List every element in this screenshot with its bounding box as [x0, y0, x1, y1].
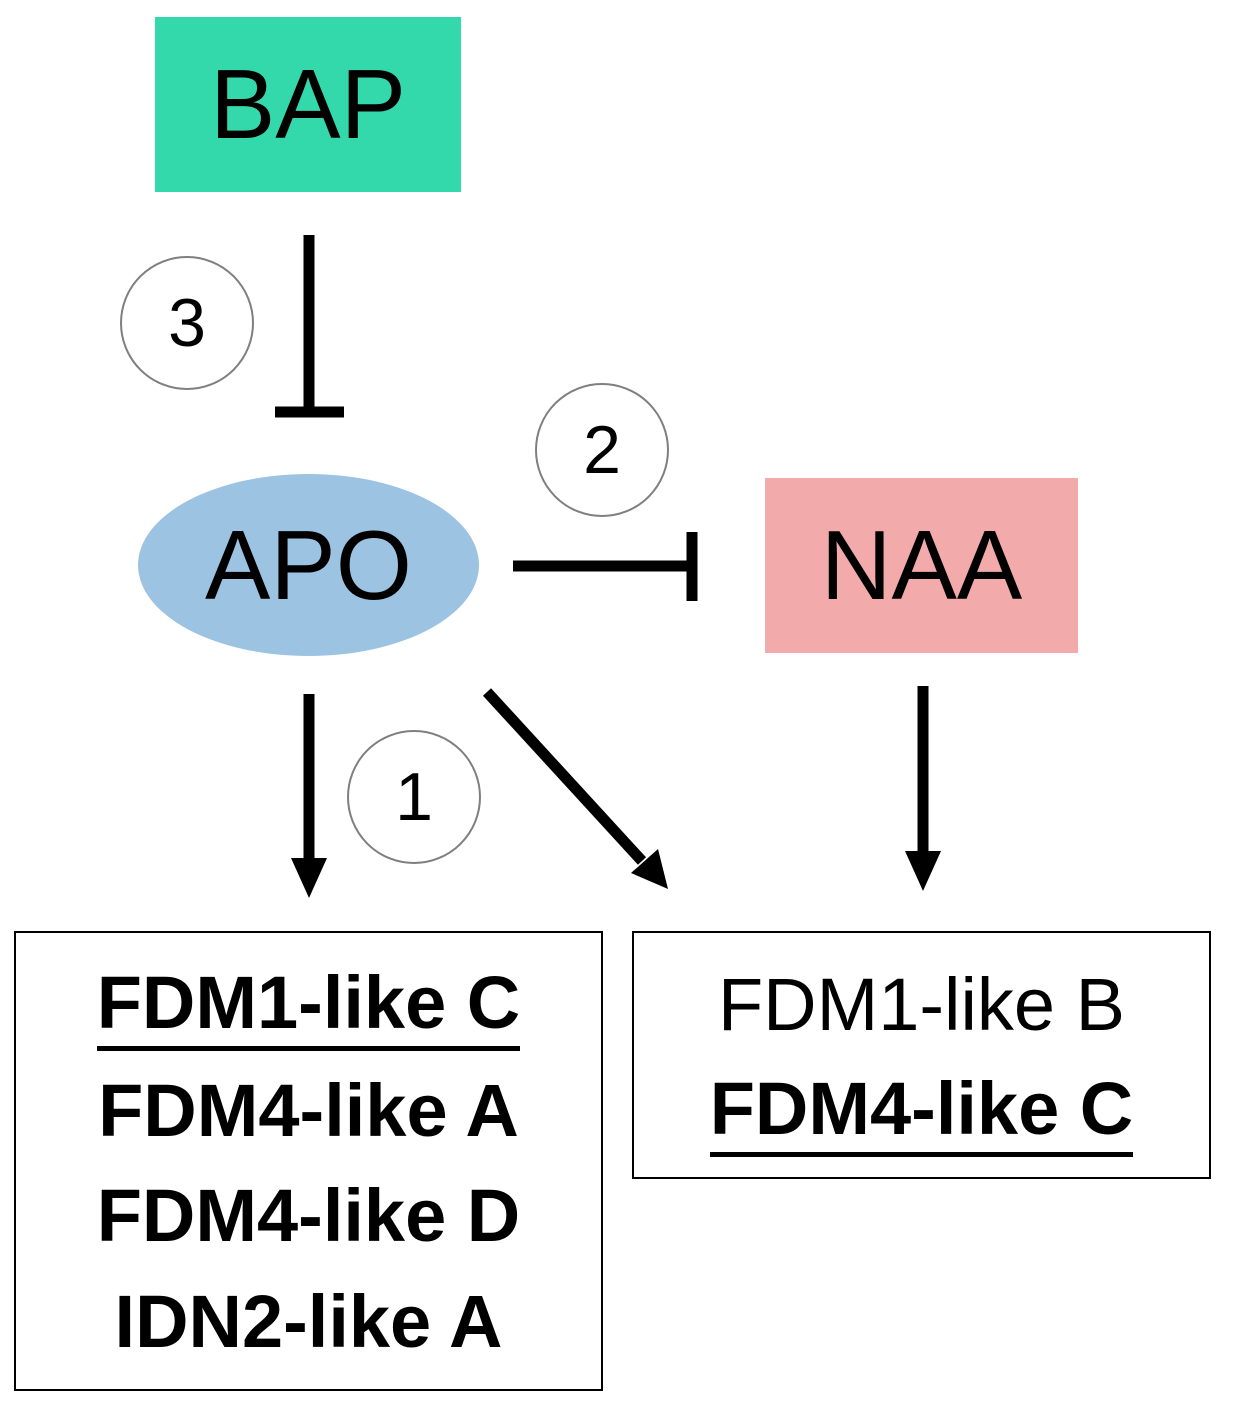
naa-activates-right-arrowhead [905, 851, 941, 891]
gene-item: FDM1-like B [634, 963, 1209, 1047]
gene-item: IDN2-like A [16, 1280, 601, 1364]
apo-activates-right-arrowhead [631, 849, 668, 889]
gene-item: FDM4-like D [16, 1174, 601, 1258]
interaction-marker-1-label: 1 [395, 759, 433, 835]
gene-label: FDM1-like C [96, 961, 521, 1051]
interaction-marker-3: 3 [120, 256, 254, 390]
gene-label: FDM4-like A [98, 1069, 519, 1152]
gene-item: FDM1-like C [16, 961, 601, 1051]
bap-label: BAP [209, 49, 407, 159]
gene-label: FDM4-like D [96, 1174, 521, 1257]
gene-item: FDM4-like A [16, 1069, 601, 1153]
apo-activates-left-arrowhead [291, 858, 327, 898]
gene-label: FDM4-like C [709, 1067, 1134, 1157]
gene-label: IDN2-like A [114, 1280, 503, 1363]
naa-label: NAA [820, 510, 1023, 620]
interaction-marker-2-label: 2 [583, 412, 621, 488]
right-gene-group: FDM1-like B FDM4-like C [632, 931, 1211, 1179]
apo-activates-right-line [482, 688, 647, 865]
interaction-marker-3-label: 3 [168, 285, 206, 361]
interaction-marker-2: 2 [535, 383, 669, 517]
bap-node: BAP [155, 17, 461, 192]
left-gene-group: FDM1-like C FDM4-like A FDM4-like D IDN2… [14, 931, 603, 1391]
gene-item: FDM4-like C [634, 1067, 1209, 1157]
interaction-marker-1: 1 [347, 730, 481, 864]
naa-node: NAA [765, 478, 1078, 653]
gene-label: FDM1-like B [717, 963, 1126, 1046]
apo-label: APO [205, 509, 412, 620]
apo-node: APO [138, 474, 479, 656]
